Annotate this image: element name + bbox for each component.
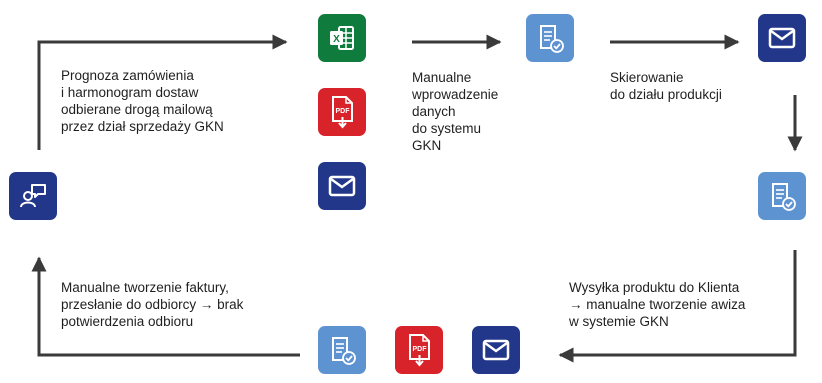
excel-letter: X [333, 34, 340, 45]
document-check-icon [758, 172, 806, 220]
step-manual-entry: Manualne wprowadzenie danych do systemu … [412, 70, 499, 153]
step-shipping: Wysyłka produktu do Klienta → manualne t… [569, 280, 746, 329]
pdf-icon: PDF [395, 326, 443, 374]
excel-icon: X [318, 14, 366, 62]
step-invoice: Manualne tworzenie faktury, przesłanie d… [61, 280, 244, 329]
step-direct-production: Skierowanie do działu produkcji [610, 70, 722, 102]
pdf-icon: PDF [318, 88, 366, 136]
mail-icon [758, 14, 806, 62]
arrow-to-invoice [31, 256, 300, 357]
step-forecast: Prognoza zamówienia i harmonogram dostaw… [61, 68, 224, 134]
document-check-icon [526, 14, 574, 62]
pdf-label: PDF [336, 108, 351, 115]
arrow-to-sales [37, 34, 288, 150]
person-chat-icon [9, 172, 57, 220]
arrow-to-shipping [558, 250, 797, 363]
document-check-icon [318, 326, 366, 374]
mail-icon [472, 326, 520, 374]
pdf-label: PDF [413, 346, 428, 353]
mail-icon [318, 162, 366, 210]
